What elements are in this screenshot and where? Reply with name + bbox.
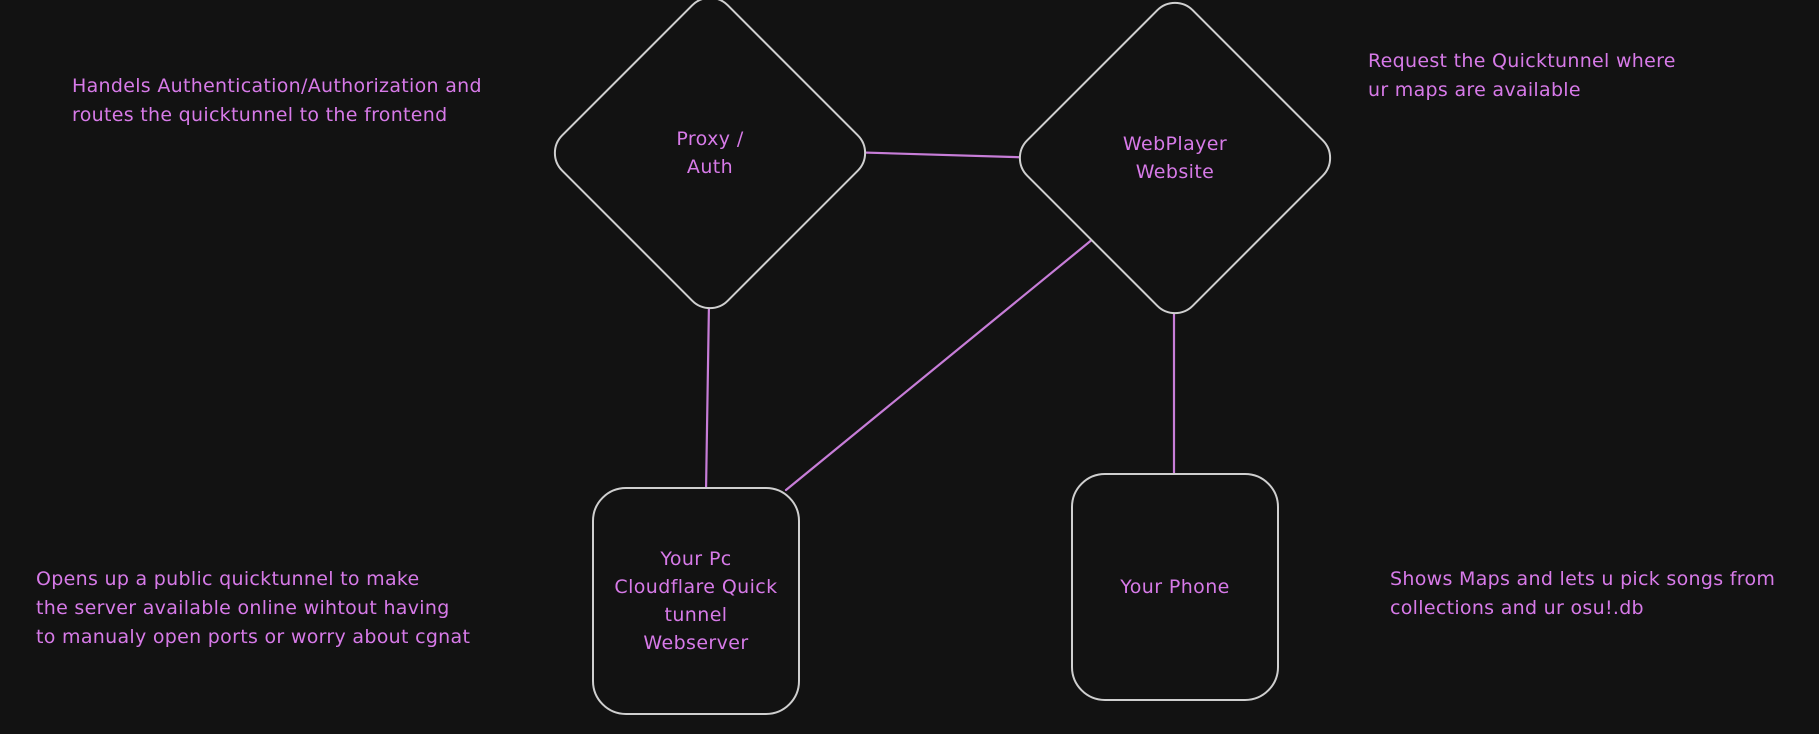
proxy-auth-label-line-1: Proxy / [676,127,744,150]
note-proxy-auth: Handels Authentication/Authorization and… [72,75,482,126]
note-your-phone: Shows Maps and lets u pick songs from co… [1390,568,1776,619]
node-your-pc[interactable]: Your Pc Cloudflare Quick tunnel Webserve… [592,487,800,715]
edge-proxy-to-your-pc [704,300,711,494]
your-phone-rect-shape [1071,473,1279,701]
your-pc-label: Your Pc Cloudflare Quick tunnel Webserve… [592,487,800,715]
edge-proxy-to-webplayer [844,150,1048,160]
node-proxy-auth[interactable]: Proxy / Auth [543,0,877,320]
note-your-pc: Opens up a public quicktunnel to make th… [36,568,471,648]
webplayer-label-line-2: Website [1135,161,1215,183]
your-pc-label-line-3: tunnel [664,604,728,626]
your-phone-label-line-1: Your Phone [1120,575,1230,598]
node-webplayer-website[interactable]: WebPlayer Website [1008,0,1342,325]
webplayer-label: WebPlayer Website [1057,40,1293,276]
proxy-auth-label: Proxy / Auth [592,35,828,271]
your-phone-label: Your Phone [1071,473,1279,701]
node-your-phone[interactable]: Your Phone [1071,473,1279,701]
your-pc-label-line-2: Cloudflare Quick [614,575,778,598]
note-webplayer: Request the Quicktunnel where ur maps ar… [1368,50,1676,101]
proxy-auth-label-line-2: Auth [686,156,734,178]
webplayer-label-line-1: WebPlayer [1122,132,1228,155]
your-pc-label-line-1: Your Pc [660,547,732,570]
your-pc-label-line-4: Webserver [643,632,749,655]
your-pc-rect-shape [592,487,800,715]
